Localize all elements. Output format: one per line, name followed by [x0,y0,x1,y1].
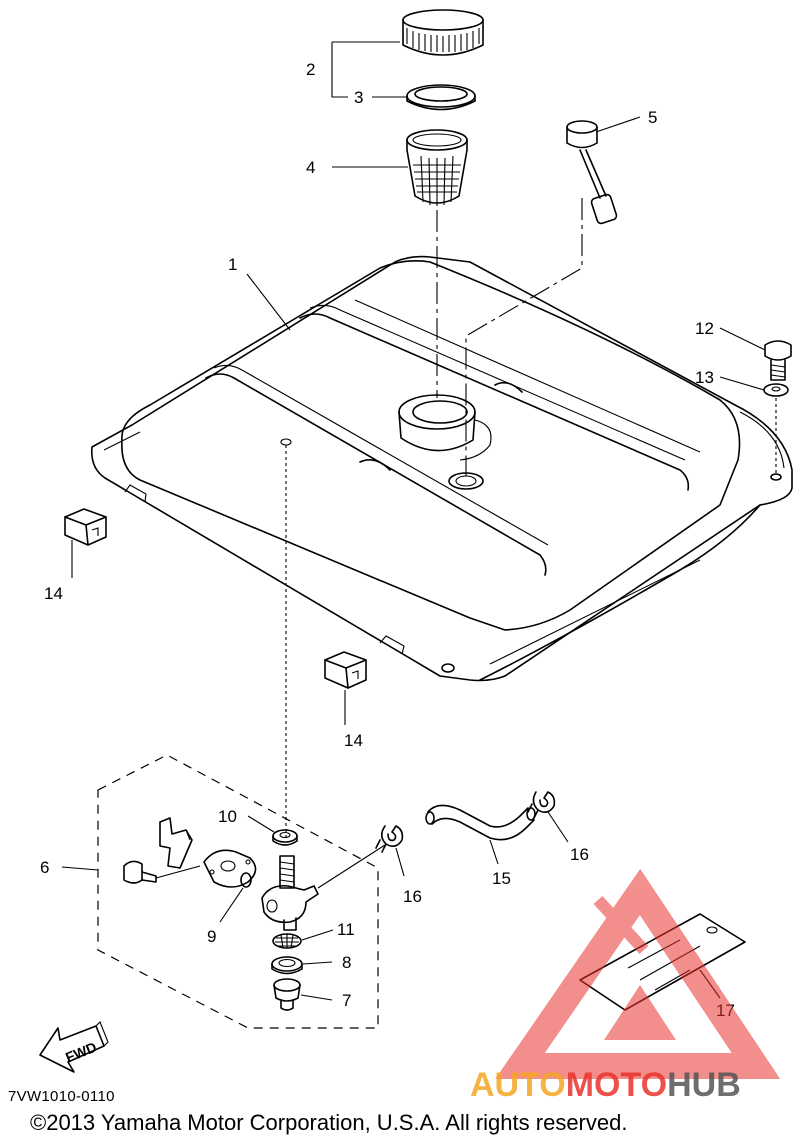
callout-16-right: 16 [570,845,589,864]
part-o-ring [240,872,252,888]
callout-numbers: 1 2 3 4 5 12 13 14 14 10 6 9 11 8 7 16 1… [40,60,735,1020]
part-cap-gasket [406,84,476,111]
part-hose-clip-right [527,791,556,819]
watermark-logo [495,868,781,1079]
tank-filler-neck [398,394,492,461]
callout-2: 2 [306,60,315,79]
callout-11: 11 [337,920,355,939]
callout-13: 13 [695,368,714,387]
part-fuel-gauge [566,120,618,225]
callout-9: 9 [207,927,216,946]
callout-1: 1 [228,255,237,274]
leader-lines [61,41,766,1001]
fuel-cock-assembly [97,754,379,1029]
callout-12: 12 [695,319,714,338]
part-filler-strainer [406,129,468,206]
callout-6: 6 [40,858,49,877]
part-fuel-cap [402,9,484,56]
part-fuel-tank [90,255,793,682]
callout-5: 5 [648,108,657,127]
part-hose-clip-left [375,825,404,853]
callout-8: 8 [342,953,351,972]
watermark-word-hub: HUB [667,1066,741,1104]
part-cock-washer [272,829,298,846]
part-cock-lever [159,817,193,869]
callout-3: 3 [354,88,363,107]
callout-14-left: 14 [44,584,63,603]
part-bolt [764,340,792,381]
part-cock-body [261,855,319,931]
fwd-arrow-icon: FWD [39,1021,109,1073]
part-washer [763,383,789,397]
part-fuel-hose [425,804,536,841]
part-cock-plate [203,849,257,888]
part-cock-cup [273,978,301,1011]
fwd-label: FWD [63,1039,99,1066]
callout-15: 15 [492,869,511,888]
callout-10: 10 [218,807,237,826]
copyright-notice: ©2013 Yamaha Motor Corporation, U.S.A. A… [30,1110,628,1135]
callout-4: 4 [306,158,315,177]
part-cock-screw [123,860,157,884]
svg-text:AUTOMOTOHUB: AUTOMOTOHUB [470,1066,741,1104]
watermark-word-moto: MOTO [566,1066,667,1104]
callout-16-left: 16 [403,887,422,906]
diagram-code: 7VW1010-0110 [8,1088,115,1105]
part-clip-right [324,651,367,689]
watermark-wordmark: AUTOMOTOHUB [470,1066,741,1104]
callout-14-right: 14 [344,731,363,750]
callout-7: 7 [342,991,351,1010]
part-cock-gasket [271,956,303,975]
alignment-lines [285,198,777,889]
part-clip-left [64,508,107,546]
watermark-word-auto: AUTO [470,1066,566,1104]
part-cock-strainer [272,933,302,949]
